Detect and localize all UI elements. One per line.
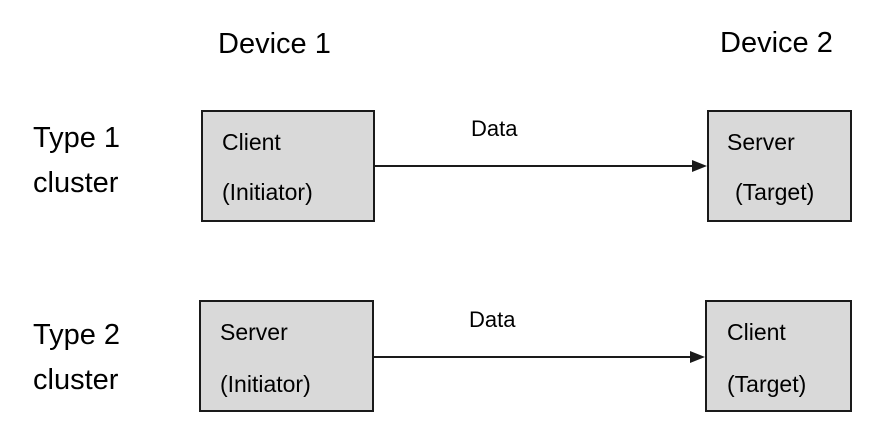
type-2-right-box-line2: (Target) (727, 371, 807, 397)
type-1-data-arrow (375, 160, 707, 172)
device-1-header: Device 1 (218, 28, 331, 60)
type-2-cluster-label: Type 2 cluster (33, 313, 120, 403)
type-1-left-box-line2: (Initiator) (222, 179, 313, 205)
type-2-data-arrow (374, 351, 705, 363)
type-2-label-line2: cluster (33, 364, 119, 396)
type-1-label-line2: cluster (33, 167, 119, 199)
type-1-right-box-line1: Server (727, 129, 795, 155)
type-2-client-target-box: Client (Target) (705, 300, 852, 412)
type-1-right-box-line2: (Target) (735, 179, 815, 205)
type-2-data-label: Data (469, 307, 516, 332)
type-1-server-target-box: Server (Target) (707, 110, 852, 222)
type-1-client-initiator-box: Client (Initiator) (201, 110, 375, 222)
type-1-cluster-label: Type 1 cluster (33, 116, 120, 206)
type-1-data-label: Data (471, 116, 518, 141)
type-2-server-initiator-box: Server (Initiator) (199, 300, 374, 412)
type-1-label-line1: Type 1 (33, 122, 121, 154)
type-2-left-box-line2: (Initiator) (220, 371, 311, 397)
device-2-header: Device 2 (720, 27, 833, 59)
type-2-right-box-line1: Client (727, 319, 786, 345)
type-2-left-box-line1: Server (220, 319, 288, 345)
type-2-label-line1: Type 2 (33, 319, 121, 351)
type-1-left-box-line1: Client (222, 129, 281, 155)
